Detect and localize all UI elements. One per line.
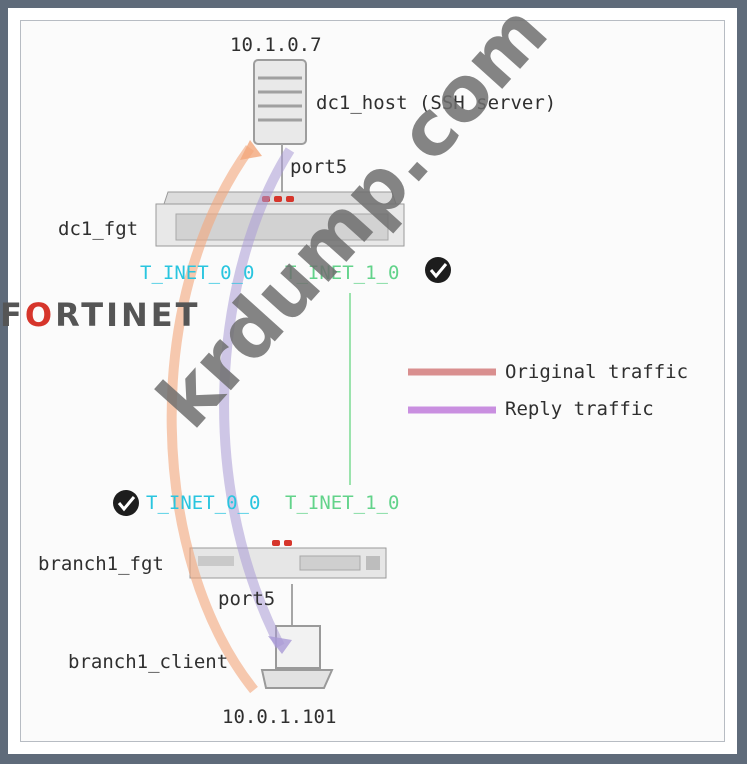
laptop-icon [260,625,334,689]
branch-fgt-label: branch1_fgt [38,553,164,575]
original-traffic-arrowhead [240,140,262,160]
branch-tunnel-1-label: T_INET_1_0 [285,492,400,514]
fortinet-logo: FORTINET [0,296,201,334]
original-traffic-path [166,145,258,694]
diagram-frame [8,8,737,754]
dc-port-label: port5 [290,156,348,178]
reply-traffic-path [219,147,295,649]
server-name-label: dc1_host (SSH server) [316,92,557,114]
dc-tunnel-1-label: T_INET_1_0 [285,262,400,284]
server-ip-label: 10.1.0.7 [230,34,322,56]
branch1-fgt-firewall-icon [189,540,387,579]
client-name-label: branch1_client [68,651,229,673]
client-ip-label: 10.0.1.101 [222,706,337,728]
diagram-canvas [20,20,725,742]
dc-tunnel-0-label: T_INET_0_0 [140,262,255,284]
branch-port-label: port5 [218,588,276,610]
legend-reply-label: Reply traffic [505,398,654,420]
dc-tunnel-active-check-icon [425,257,451,283]
branch-tunnel-0-label: T_INET_0_0 [146,492,261,514]
server-icon [253,59,307,145]
legend-original-label: Original traffic [505,361,689,383]
branch-tunnel-active-check-icon [113,490,139,516]
dc-fgt-label: dc1_fgt [58,218,139,240]
reply-traffic-arrowhead [268,636,292,654]
